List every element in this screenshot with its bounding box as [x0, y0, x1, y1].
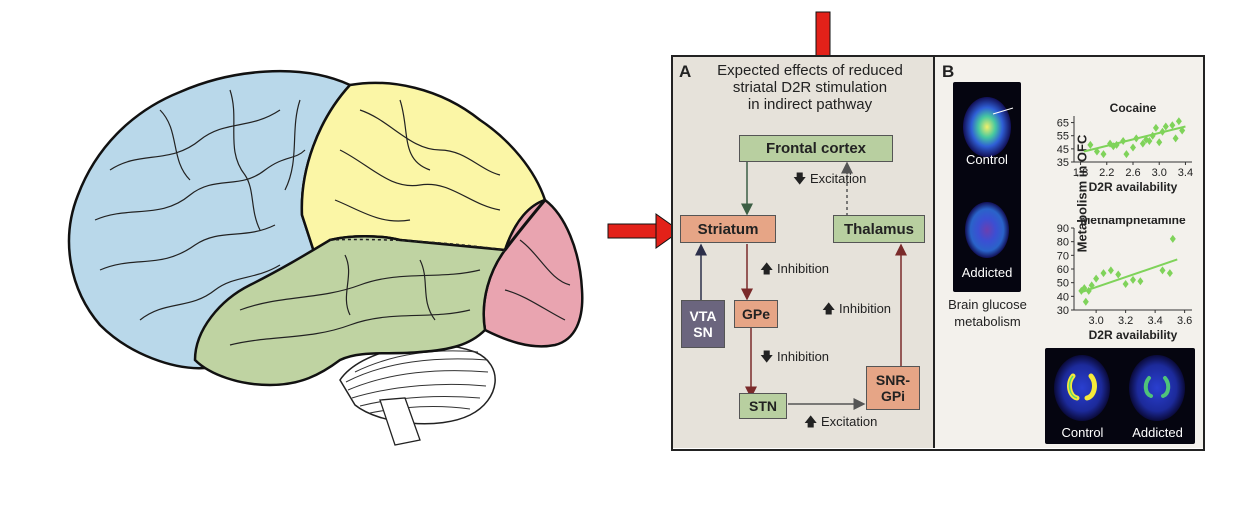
- parietal-lobe: [300, 81, 547, 258]
- panel-a-title: Expected effects of reduced striatal D2R…: [717, 62, 903, 113]
- up-arrow-icon: 🡅: [760, 261, 774, 276]
- data-point: [1172, 134, 1179, 143]
- data-point: [1166, 269, 1173, 278]
- y-tick-label: 35: [1057, 157, 1069, 169]
- scan-label-addicted: Addicted: [961, 265, 1013, 280]
- node-gpe: GPe: [734, 300, 778, 328]
- edge-label-excitation-bottom: 🡅 Excitation: [804, 414, 878, 429]
- x-axis-label: D2R availability: [1089, 180, 1178, 194]
- data-point: [1082, 297, 1089, 306]
- data-point: [1100, 150, 1107, 159]
- pet-scan-control: [963, 97, 1011, 157]
- data-point: [1081, 284, 1088, 293]
- data-point: [1130, 275, 1136, 284]
- down-arrow-icon: 🡇: [760, 349, 774, 364]
- x-axis-label: D2R availability: [1089, 328, 1178, 342]
- data-point: [1162, 122, 1169, 131]
- node-frontal-cortex: Frontal cortex: [739, 135, 893, 162]
- node-stn: STN: [739, 393, 787, 419]
- x-tick-label: 3.4: [1178, 167, 1193, 179]
- y-tick-label: 60: [1057, 264, 1069, 276]
- x-tick-label: 3.6: [1177, 315, 1192, 327]
- data-point: [1093, 274, 1100, 283]
- data-point: [1115, 270, 1122, 279]
- data-point: [1149, 131, 1156, 140]
- data-point: [1152, 123, 1159, 132]
- x-tick-label: 2.6: [1125, 167, 1140, 179]
- y-tick-label: 80: [1057, 237, 1069, 249]
- x-tick-label: 2.2: [1099, 167, 1114, 179]
- edge-label-excitation-top: 🡇 Excitation: [793, 171, 867, 186]
- data-point: [1122, 280, 1129, 289]
- data-point: [1139, 139, 1146, 148]
- brain-illustration: [67, 69, 584, 446]
- data-point: [1093, 147, 1100, 156]
- y-tick-label: 50: [1057, 278, 1069, 290]
- panel-divider: [933, 56, 935, 448]
- x-tick-label: 1.8: [1073, 167, 1088, 179]
- y-tick-label: 65: [1057, 118, 1069, 130]
- data-point: [1100, 269, 1107, 278]
- up-arrow-icon: 🡅: [822, 301, 836, 316]
- node-snr-gpi: SNR- GPi: [866, 366, 920, 410]
- data-point: [1159, 127, 1166, 136]
- pet-scan-addicted: [965, 202, 1009, 258]
- edge-label-inhibition-2: 🡇 Inhibition: [760, 349, 830, 364]
- y-tick-label: 45: [1057, 144, 1069, 156]
- data-point: [1120, 136, 1127, 145]
- x-tick-label: 3.2: [1118, 315, 1133, 327]
- data-point: [1137, 277, 1144, 286]
- data-point: [1107, 266, 1114, 275]
- chart-title: Cocaine: [1110, 101, 1157, 115]
- cerebellum: [339, 344, 496, 446]
- data-point: [1088, 281, 1095, 290]
- scan-label-control: Control: [966, 152, 1008, 167]
- pathway-connectors: [695, 161, 907, 410]
- data-point: [1159, 266, 1166, 275]
- y-tick-label: 30: [1057, 305, 1069, 317]
- y-tick-label: 55: [1057, 131, 1069, 143]
- bottom-scan-images: [1054, 355, 1185, 421]
- bottom-scan-label-addicted: Addicted: [1132, 425, 1183, 440]
- node-vta-sn: VTA SN: [681, 300, 725, 348]
- x-tick-label: 3.0: [1088, 315, 1103, 327]
- x-tick-label: 3.4: [1147, 315, 1162, 327]
- panel-a-letter: A: [679, 62, 692, 81]
- panel-b-letter: B: [942, 62, 955, 81]
- red-arrow-horizontal: [607, 213, 681, 249]
- up-arrow-icon: 🡅: [804, 414, 818, 429]
- data-point: [1130, 143, 1136, 152]
- pet-caption: Brain glucose metabolism: [948, 297, 1027, 329]
- y-tick-label: 40: [1057, 291, 1069, 303]
- y-tick-label: 90: [1057, 223, 1069, 235]
- data-point: [1146, 136, 1153, 145]
- data-point: [1087, 140, 1094, 149]
- edge-label-inhibition-1: 🡅 Inhibition: [760, 261, 830, 276]
- data-point: [1085, 286, 1092, 295]
- chart-title: Methamphetamine: [1080, 218, 1186, 227]
- x-tick-label: 3.0: [1152, 167, 1167, 179]
- striatum-scan-control: [1054, 355, 1110, 421]
- striatum-scan-addicted: [1129, 355, 1185, 421]
- edge-label-inhibition-3: 🡅 Inhibition: [822, 301, 892, 316]
- y-tick-label: 70: [1057, 250, 1069, 262]
- node-thalamus: Thalamus: [833, 215, 925, 243]
- data-point: [1113, 140, 1120, 149]
- data-point: [1175, 117, 1182, 126]
- bottom-scan-label-control: Control: [1061, 425, 1104, 440]
- data-point: [1156, 138, 1163, 147]
- data-point: [1133, 134, 1140, 143]
- temporal-lobe: [193, 235, 508, 387]
- data-point: [1169, 121, 1176, 130]
- pet-scan-images: [963, 97, 1014, 258]
- data-point: [1179, 126, 1186, 135]
- node-striatum: Striatum: [680, 215, 776, 243]
- data-point: [1169, 234, 1176, 243]
- down-arrow-icon: 🡇: [793, 171, 807, 186]
- data-point: [1123, 150, 1130, 159]
- trend-line: [1081, 258, 1178, 294]
- data-point: [1110, 142, 1117, 151]
